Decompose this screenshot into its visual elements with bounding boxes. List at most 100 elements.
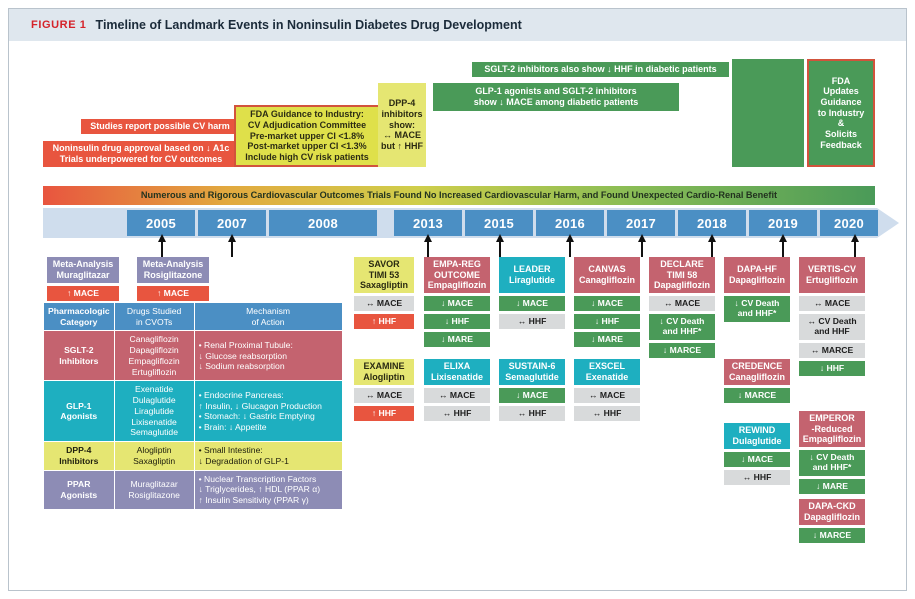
timeline-tick bbox=[851, 234, 859, 257]
trial-name-line: EMPEROR bbox=[809, 412, 855, 423]
legend-cell-line: Lixisenatide bbox=[131, 416, 177, 427]
callout-line: ↔ MACE bbox=[383, 130, 421, 141]
legend-header-line: of Action bbox=[251, 316, 285, 327]
callout-line: Solicits bbox=[824, 128, 857, 139]
trial-outcome-badge: ↔ MACE bbox=[799, 296, 865, 311]
legend-cell-line: Semaglutide bbox=[130, 427, 178, 438]
trial-name-line: EXAMINE bbox=[363, 361, 405, 372]
trial-outcome-badge: ↓ MACE bbox=[574, 296, 640, 311]
callout-line: & bbox=[837, 118, 845, 129]
timeline-year-2015[interactable]: 2015 bbox=[465, 210, 533, 236]
timeline-year-2005[interactable]: 2005 bbox=[127, 210, 195, 236]
legend-cell-line: ↓ Sodium reabsorption bbox=[198, 361, 285, 372]
trial-outcome-badge: ↓ MARCE bbox=[799, 528, 865, 543]
trial-name-line: Semaglutide bbox=[505, 372, 559, 382]
timeline-year-2017[interactable]: 2017 bbox=[607, 210, 675, 236]
trial-outcome-badge: ↓ MARE bbox=[424, 332, 490, 347]
callout-line: FDA bbox=[831, 75, 851, 86]
legend-cell-line: Liraglutide bbox=[134, 405, 174, 416]
trial-outcome-badge: ↔ CV Death and HHF bbox=[799, 314, 865, 340]
summary-banner-prefix: Numerous and Rigorous Cardiovascular Out… bbox=[140, 190, 632, 201]
timeline-year-2020[interactable]: 2020 bbox=[820, 210, 878, 236]
timeline-tick bbox=[496, 234, 504, 257]
callout-cv-harm: Studies report possible CV harm bbox=[81, 119, 239, 134]
callout-line: SGLT-2 inhibitors also show ↓ HHF in dia… bbox=[484, 64, 717, 75]
legend-cell-mechanism: • Nuclear Transcription Factors↓ Triglyc… bbox=[193, 469, 343, 510]
trial-outcome-badge: ↓ CV Death and HHF* bbox=[799, 450, 865, 476]
legend-header-line: Pharmacologic bbox=[48, 306, 110, 316]
trial-outcome-badge: ↔ MACE bbox=[649, 296, 715, 311]
legend-header-line: Mechanism bbox=[246, 306, 291, 316]
summary-banner: Numerous and Rigorous Cardiovascular Out… bbox=[43, 186, 875, 205]
timeline-year-2013[interactable]: 2013 bbox=[394, 210, 462, 236]
legend-cell-line: Empagliflozin bbox=[128, 355, 180, 366]
trial-name-line: DECLARE bbox=[660, 258, 704, 269]
timeline-tick bbox=[158, 234, 166, 257]
legend-cell-line: Rosiglitazone bbox=[128, 489, 180, 500]
legend-cell-line: • Small Intestine: bbox=[198, 445, 263, 456]
timeline-year-2018[interactable]: 2018 bbox=[678, 210, 746, 236]
legend-cell-line: Dulaglutide bbox=[132, 395, 176, 406]
legend-cell-line: PPAR bbox=[67, 478, 91, 489]
trial-name-line: -Reduced bbox=[811, 423, 853, 434]
timeline-year-2019[interactable]: 2019 bbox=[749, 210, 817, 236]
legend-header-line: Category bbox=[60, 316, 98, 327]
trial-outcome-badge: ↓ MACE bbox=[724, 452, 790, 467]
trial-outcome-badge: ↓ CV Death and HHF* bbox=[724, 296, 790, 322]
timeline-tick bbox=[779, 234, 787, 257]
trial-name-line: CANVAS bbox=[588, 264, 626, 275]
legend-cell-line: Muraglitazar bbox=[130, 478, 178, 489]
callout-line: show ↓ MACE among diabetic patients bbox=[473, 97, 639, 107]
legend-cell-line: ↓ Triglycerides, ↑ HDL (PPAR α) bbox=[198, 484, 321, 495]
timeline-year-2007[interactable]: 2007 bbox=[198, 210, 266, 236]
timeline-tick bbox=[424, 234, 432, 257]
timeline-year-2008[interactable]: 2008 bbox=[269, 210, 377, 236]
trial-name-line: Meta-Analysis bbox=[52, 259, 114, 270]
legend-cell-line: ↓ Glucose reabsorption bbox=[198, 350, 287, 361]
trial-name-line: Muraglitazar bbox=[56, 270, 110, 280]
trial-outcome-badge: ↓ CV Death and HHF* bbox=[649, 314, 715, 340]
legend-cell-line: • Nuclear Transcription Factors bbox=[198, 473, 317, 484]
callout-fda-guidance: FDA Guidance to Industry:CV Adjudication… bbox=[234, 105, 380, 167]
timeline-year-2016[interactable]: 2016 bbox=[536, 210, 604, 236]
trial-outcome-badge: ↓ MACE bbox=[424, 296, 490, 311]
trial-name-line: TIMI 53 bbox=[368, 269, 400, 280]
trial-name-line: Canagliflozin bbox=[729, 372, 785, 382]
legend-cell-mechanism: • Endocrine Pancreas:↑ Insulin, ↓ Glucag… bbox=[193, 380, 343, 443]
trial-name-line: Meta-Analysis bbox=[142, 259, 204, 270]
summary-banner-emphasis: Unexpected bbox=[631, 190, 684, 201]
trial-name-line: Ertugliflozin bbox=[806, 275, 858, 285]
trial-name-line: Dapagliflozin bbox=[729, 275, 785, 285]
trial-name-line: SAVOR bbox=[368, 258, 400, 269]
